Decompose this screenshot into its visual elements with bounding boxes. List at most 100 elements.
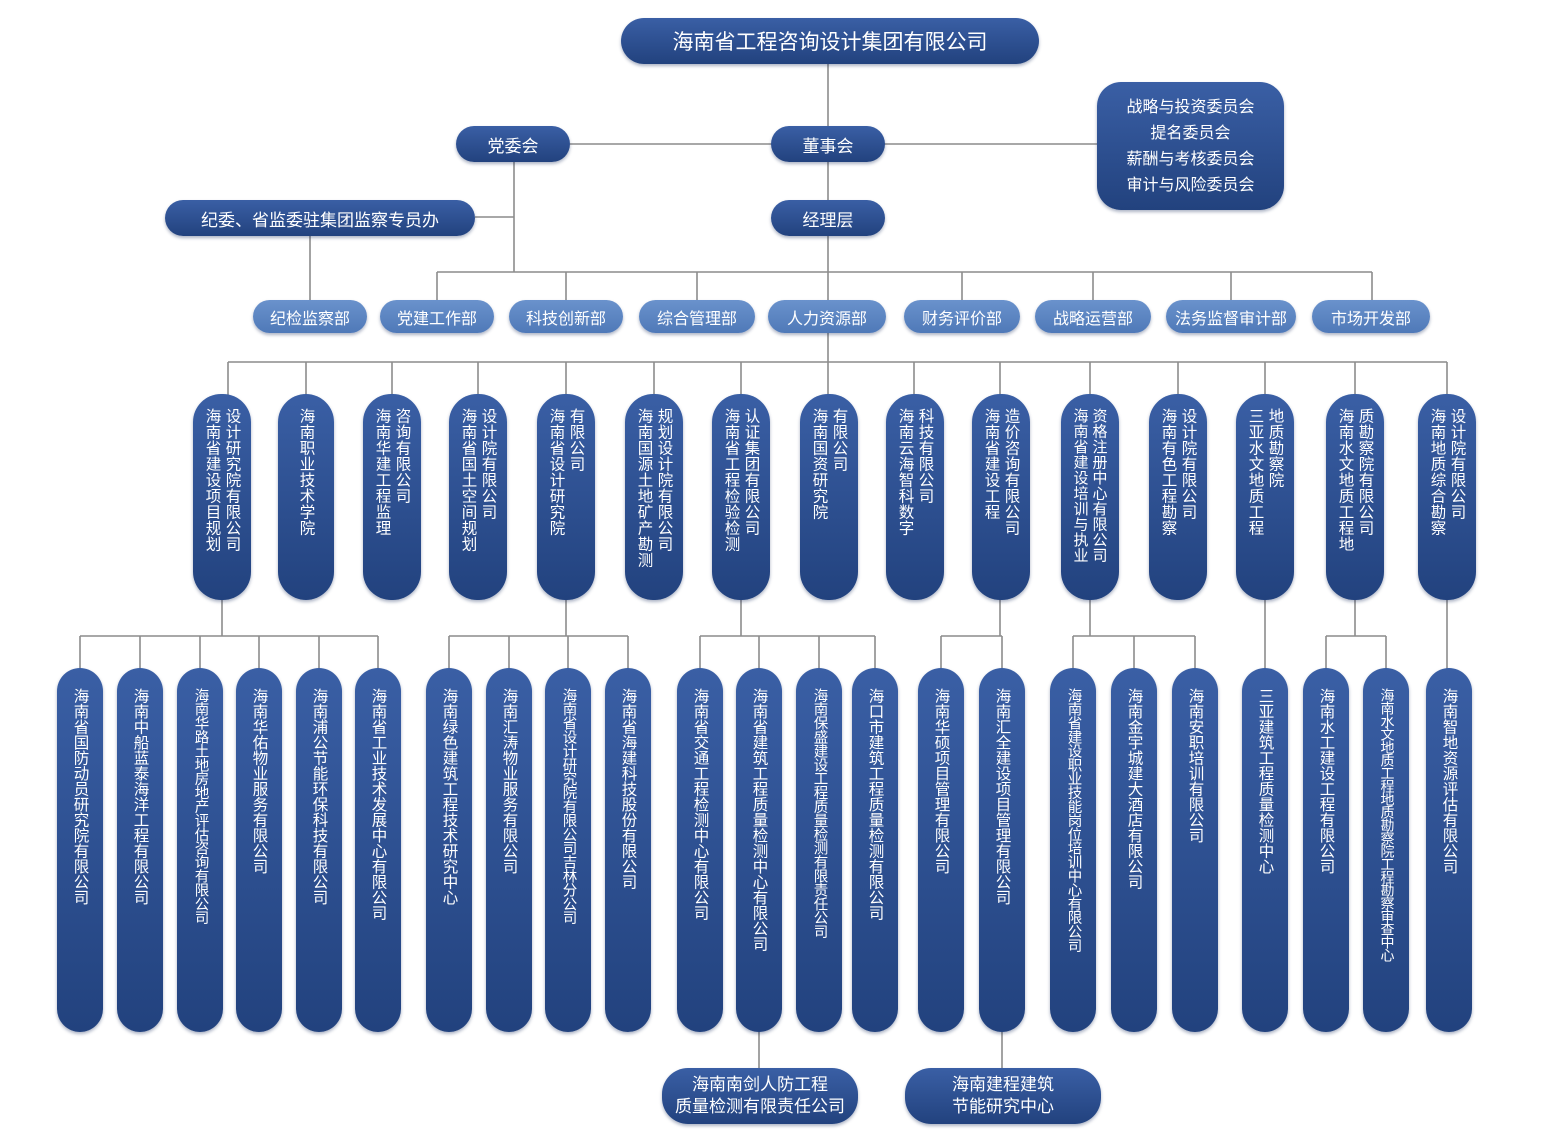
unit-label: 海南华硕项目管理有限公司	[932, 688, 951, 874]
unit-label: 海南绿色建筑工程技术研究中心	[440, 688, 459, 905]
unit-green-building-center: 海南绿色建筑工程技术研究中心	[426, 668, 472, 1032]
group-title: 海南省工程咨询设计集团有限公司	[621, 18, 1039, 64]
dept-general-management: 综合管理部	[639, 300, 755, 333]
dept-label: 科技创新部	[525, 308, 606, 328]
management-layer: 经理层	[771, 200, 885, 236]
subsidiary-col: 三亚水文地质工程	[1246, 408, 1265, 536]
unit-jinyu-hotel: 海南金宇城建大酒店有限公司	[1111, 668, 1157, 1032]
subsidiary-col: 海南省国土空间规划	[459, 408, 478, 552]
unit-label: 海南汇全建设项目管理有限公司	[993, 688, 1012, 905]
unit-label: 海南省国防动员研究院有限公司	[71, 688, 90, 905]
unit-label: 海南中船蓝泰海洋工程有限公司	[131, 688, 150, 905]
unit-label: 海南安职培训有限公司	[1186, 688, 1205, 843]
subsidiary-col: 地质勘察院	[1266, 408, 1285, 488]
dept-party-building: 党建工作部	[380, 300, 494, 333]
unit-label: 海口市建筑工程质量检测有限公司	[866, 688, 885, 921]
unit-label: 海南汇涛物业服务有限公司	[500, 688, 519, 874]
unit-huayou-property: 海南华佑物业服务有限公司	[236, 668, 282, 1032]
unit-huitao-property: 海南汇涛物业服务有限公司	[486, 668, 532, 1032]
subsidiary-col: 海南地质综合勘察	[1428, 408, 1447, 536]
unit-label: 海南保盛建设工程质量检测有限责任公司	[811, 688, 828, 939]
committee-compensation: 薪酬与考核委员会	[1126, 149, 1255, 168]
unit-label: 三亚建筑工程质量检测中心	[1256, 688, 1275, 874]
unit-label: 海南水工建设工程有限公司	[1317, 688, 1336, 874]
unit-zhongchuan-marine: 海南中船蓝泰海洋工程有限公司	[117, 668, 163, 1032]
board-label: 董事会	[802, 136, 854, 157]
unit-survey-review-center: 海南水文地质工程地质勘察院工程勘察审查中心	[1363, 668, 1409, 1032]
dept-label: 人力资源部	[786, 308, 867, 328]
subsidiary-col: 设计院有限公司	[479, 408, 498, 520]
unit-label: 海南省设计研究院有限公司吉林分公司	[560, 688, 577, 925]
bottom-left-line: 海南南剑人防工程	[692, 1075, 828, 1095]
dept-legal-audit: 法务监督审计部	[1166, 300, 1296, 333]
discipline-office-label: 纪委、省监委驻集团监察专员办	[201, 210, 439, 231]
subsidiary-col: 质勘察院有限公司	[1356, 408, 1375, 536]
dept-label: 财务评价部	[921, 308, 1002, 328]
unit-label: 海南金宇城建大酒店有限公司	[1125, 688, 1144, 890]
dept-label: 法务监督审计部	[1174, 308, 1287, 328]
unit-label: 海南智地资源评估有限公司	[1440, 688, 1459, 874]
subsidiary-col: 海南国源土地矿产勘测	[635, 408, 654, 568]
subsidiary-col: 海南省建设项目规划	[203, 408, 222, 552]
subsidiary-col: 科技有限公司	[916, 408, 935, 504]
dept-strategy-operations: 战略运营部	[1035, 300, 1151, 333]
unit-haikou-testing: 海口市建筑工程质量检测有限公司	[852, 668, 898, 1032]
unit-jiancheng-energy-center: 海南建程建筑 节能研究中心	[905, 1068, 1101, 1124]
party-committee-label: 党委会	[487, 136, 539, 157]
subsidiary-vocational-college: 海南职业技术学院	[278, 394, 334, 600]
subsidiary-guoyuan-survey: 规划设计院有限公司 海南国源土地矿产勘测	[625, 394, 683, 600]
subsidiary-sanya-hydrogeology: 地质勘察院 三亚水文地质工程	[1236, 394, 1294, 600]
management-label: 经理层	[802, 210, 854, 231]
dept-label: 综合管理部	[656, 308, 737, 328]
subsidiary-col: 设计院有限公司	[1448, 408, 1467, 520]
unit-label: 海南省海建科技股份有限公司	[619, 688, 638, 890]
unit-national-defense-institute: 海南省国防动员研究院有限公司	[57, 668, 103, 1032]
subsidiary-col: 设计研究院有限公司	[223, 408, 242, 552]
subsidiary-hainan-hydrogeology: 质勘察院有限公司 海南水文地质工程地	[1326, 394, 1384, 600]
unit-haijian-technology: 海南省海建科技股份有限公司	[605, 668, 651, 1032]
subsidiary-nonferrous-survey: 设计院有限公司 海南有色工程勘察	[1149, 394, 1207, 600]
dept-human-resources: 人力资源部	[768, 300, 886, 333]
subsidiary-col: 规划设计院有限公司	[655, 408, 674, 552]
unit-nanjian-civil-defense: 海南南剑人防工程 质量检测有限责任公司	[662, 1068, 858, 1124]
dept-label: 党建工作部	[396, 308, 477, 328]
subsidiary-col: 海南华建工程监理	[373, 408, 392, 536]
committee-strategy: 战略与投资委员会	[1126, 97, 1255, 116]
board-of-directors: 董事会	[771, 126, 885, 162]
unit-label: 海南水文地质工程地质勘察院工程勘察审查中心	[1378, 688, 1395, 961]
subsidiary-col: 海南省工程检验检测	[722, 408, 741, 552]
unit-hualu-appraisal: 海南华路土地房地产评估咨询有限公司	[177, 668, 223, 1032]
subsidiary-land-planning: 设计院有限公司 海南省国土空间规划	[449, 394, 507, 600]
subsidiary-col: 海南云海智科数字	[896, 408, 915, 536]
subsidiary-col: 认证集团有限公司	[742, 408, 761, 536]
dept-finance: 财务评价部	[904, 300, 1020, 333]
unit-industrial-tech-center: 海南省工业技术发展中心有限公司	[355, 668, 401, 1032]
unit-label: 海南省工业技术发展中心有限公司	[369, 688, 388, 921]
unit-huiquan-project: 海南汇全建设项目管理有限公司	[979, 668, 1025, 1032]
subsidiary-training-registration: 资格注册中心有限公司 海南省建设培训与执业	[1061, 394, 1119, 600]
unit-label: 海南省建设职业技能岗位培训中心有限公司	[1065, 688, 1082, 953]
subsidiary-col: 海南省建设工程	[982, 408, 1001, 520]
unit-pugong-energy: 海南浦公节能环保科技有限公司	[296, 668, 342, 1032]
unit-baosheng-testing: 海南保盛建设工程质量检测有限责任公司	[796, 668, 842, 1032]
subsidiary-col: 海南有色工程勘察	[1159, 408, 1178, 536]
unit-vocational-training-center: 海南省建设职业技能岗位培训中心有限公司	[1050, 668, 1096, 1032]
party-committee: 党委会	[456, 126, 570, 162]
subsidiary-col: 资格注册中心有限公司	[1090, 408, 1109, 563]
group-title-text: 海南省工程咨询设计集团有限公司	[672, 30, 988, 54]
dept-label: 纪检监察部	[269, 308, 350, 328]
subsidiary-design-institute: 有限公司 海南省设计研究院	[537, 394, 595, 600]
subsidiary-col: 海南水文地质工程地	[1336, 408, 1355, 552]
subsidiary-construction-planning: 设计研究院有限公司 海南省建设项目规划	[193, 394, 251, 600]
dept-innovation: 科技创新部	[509, 300, 623, 333]
unit-zhidi-resources: 海南智地资源评估有限公司	[1426, 668, 1472, 1032]
subsidiary-state-assets-institute: 有限公司 海南国资研究院	[800, 394, 858, 600]
discipline-office: 纪委、省监委驻集团监察专员办	[165, 200, 475, 236]
committee-audit: 审计与风险委员会	[1126, 175, 1255, 194]
unit-huashuo-project: 海南华硕项目管理有限公司	[918, 668, 964, 1032]
dept-label: 市场开发部	[1330, 308, 1411, 328]
unit-building-quality-testing: 海南省建筑工程质量检测中心有限公司	[736, 668, 782, 1032]
subsidiary-geological-survey: 设计院有限公司 海南地质综合勘察	[1418, 394, 1476, 600]
bottom-right-line: 节能研究中心	[952, 1097, 1054, 1117]
